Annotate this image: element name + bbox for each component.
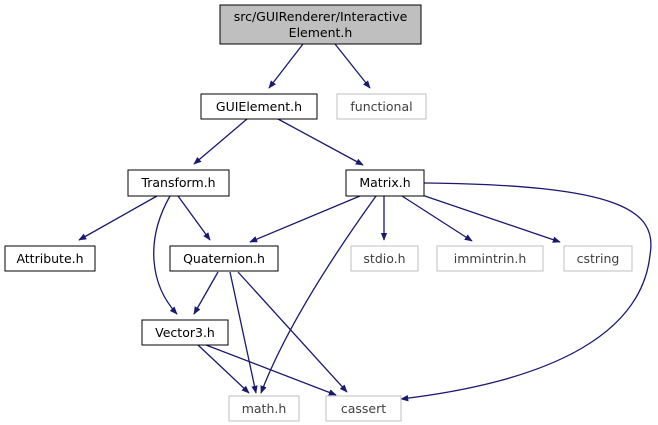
edges-layer xyxy=(78,43,652,402)
node-guielement-h[interactable]: GUIElement.h xyxy=(200,93,318,120)
edge-guielement-to-transform xyxy=(193,118,248,165)
node-label: functional xyxy=(350,99,412,114)
node-label: Matrix.h xyxy=(359,175,410,190)
edge-root-to-functional xyxy=(334,43,371,89)
edge-guielement-to-matrix xyxy=(277,118,364,166)
node-label-line-1: src/GUIRenderer/Interactive xyxy=(234,9,408,24)
node-label: stdio.h xyxy=(363,251,405,266)
node-cassert[interactable]: cassert xyxy=(325,395,402,422)
node-math-h[interactable]: math.h xyxy=(228,395,300,422)
node-label: GUIElement.h xyxy=(216,99,302,114)
edge-matrix-to-cassert xyxy=(400,182,652,402)
node-attribute-h[interactable]: Attribute.h xyxy=(4,245,96,272)
node-label: immintrin.h xyxy=(454,251,527,266)
node-quaternion-h[interactable]: Quaternion.h xyxy=(169,245,279,272)
edge-vector3-to-cassert xyxy=(205,344,337,396)
node-label-line-2: Element.h xyxy=(289,25,353,40)
edge-quaternion-to-vector3 xyxy=(193,271,219,315)
edge-vector3-to-math xyxy=(197,344,250,394)
node-matrix-h[interactable]: Matrix.h xyxy=(345,169,425,197)
node-interactive-element-h[interactable]: src/GUIRenderer/Interactive Element.h xyxy=(219,4,422,45)
node-label: Transform.h xyxy=(140,175,215,190)
edge-transform-to-attribute xyxy=(78,195,158,241)
node-cstring[interactable]: cstring xyxy=(563,245,633,272)
node-label: math.h xyxy=(242,401,287,416)
edge-matrix-to-immintrin xyxy=(401,195,473,242)
edge-quaternion-to-math xyxy=(229,271,258,394)
edge-quaternion-to-cassert xyxy=(237,271,348,393)
node-vector3-h[interactable]: Vector3.h xyxy=(141,319,229,346)
node-transform-h[interactable]: Transform.h xyxy=(127,169,230,197)
edge-transform-to-vector3 xyxy=(153,195,178,315)
edge-transform-to-quaternion xyxy=(177,195,211,241)
node-label: cassert xyxy=(341,401,386,416)
node-label: Quaternion.h xyxy=(183,251,265,266)
node-label: Vector3.h xyxy=(155,325,215,340)
edge-matrix-to-cstring xyxy=(415,192,561,243)
node-functional[interactable]: functional xyxy=(336,93,427,120)
node-label: cstring xyxy=(577,251,620,266)
edge-root-to-guielement xyxy=(268,43,304,89)
node-stdio-h[interactable]: stdio.h xyxy=(350,245,419,272)
node-immintrin-h[interactable]: immintrin.h xyxy=(436,245,544,272)
edge-matrix-to-quaternion xyxy=(249,195,361,243)
nodes-layer: src/GUIRenderer/Interactive Element.h GU… xyxy=(4,4,633,422)
node-label: Attribute.h xyxy=(16,251,83,266)
edge-matrix-to-math xyxy=(260,195,377,394)
